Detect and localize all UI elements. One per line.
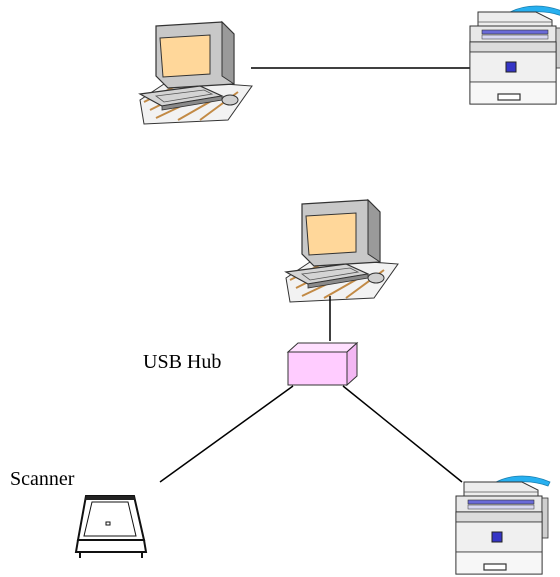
multifunction-printer-icon: [469, 5, 560, 105]
scanner-label: Scanner: [10, 468, 75, 490]
multifunction-printer-icon: [455, 475, 551, 575]
usb-hub-label: USB Hub: [143, 351, 222, 373]
scanner-icon: [75, 495, 147, 559]
computer-icon: [285, 199, 399, 303]
hub-printer-line: [342, 385, 463, 483]
hub-scanner-line: [159, 385, 294, 483]
usb-hub-icon: [286, 341, 359, 387]
computer-icon: [139, 21, 253, 125]
